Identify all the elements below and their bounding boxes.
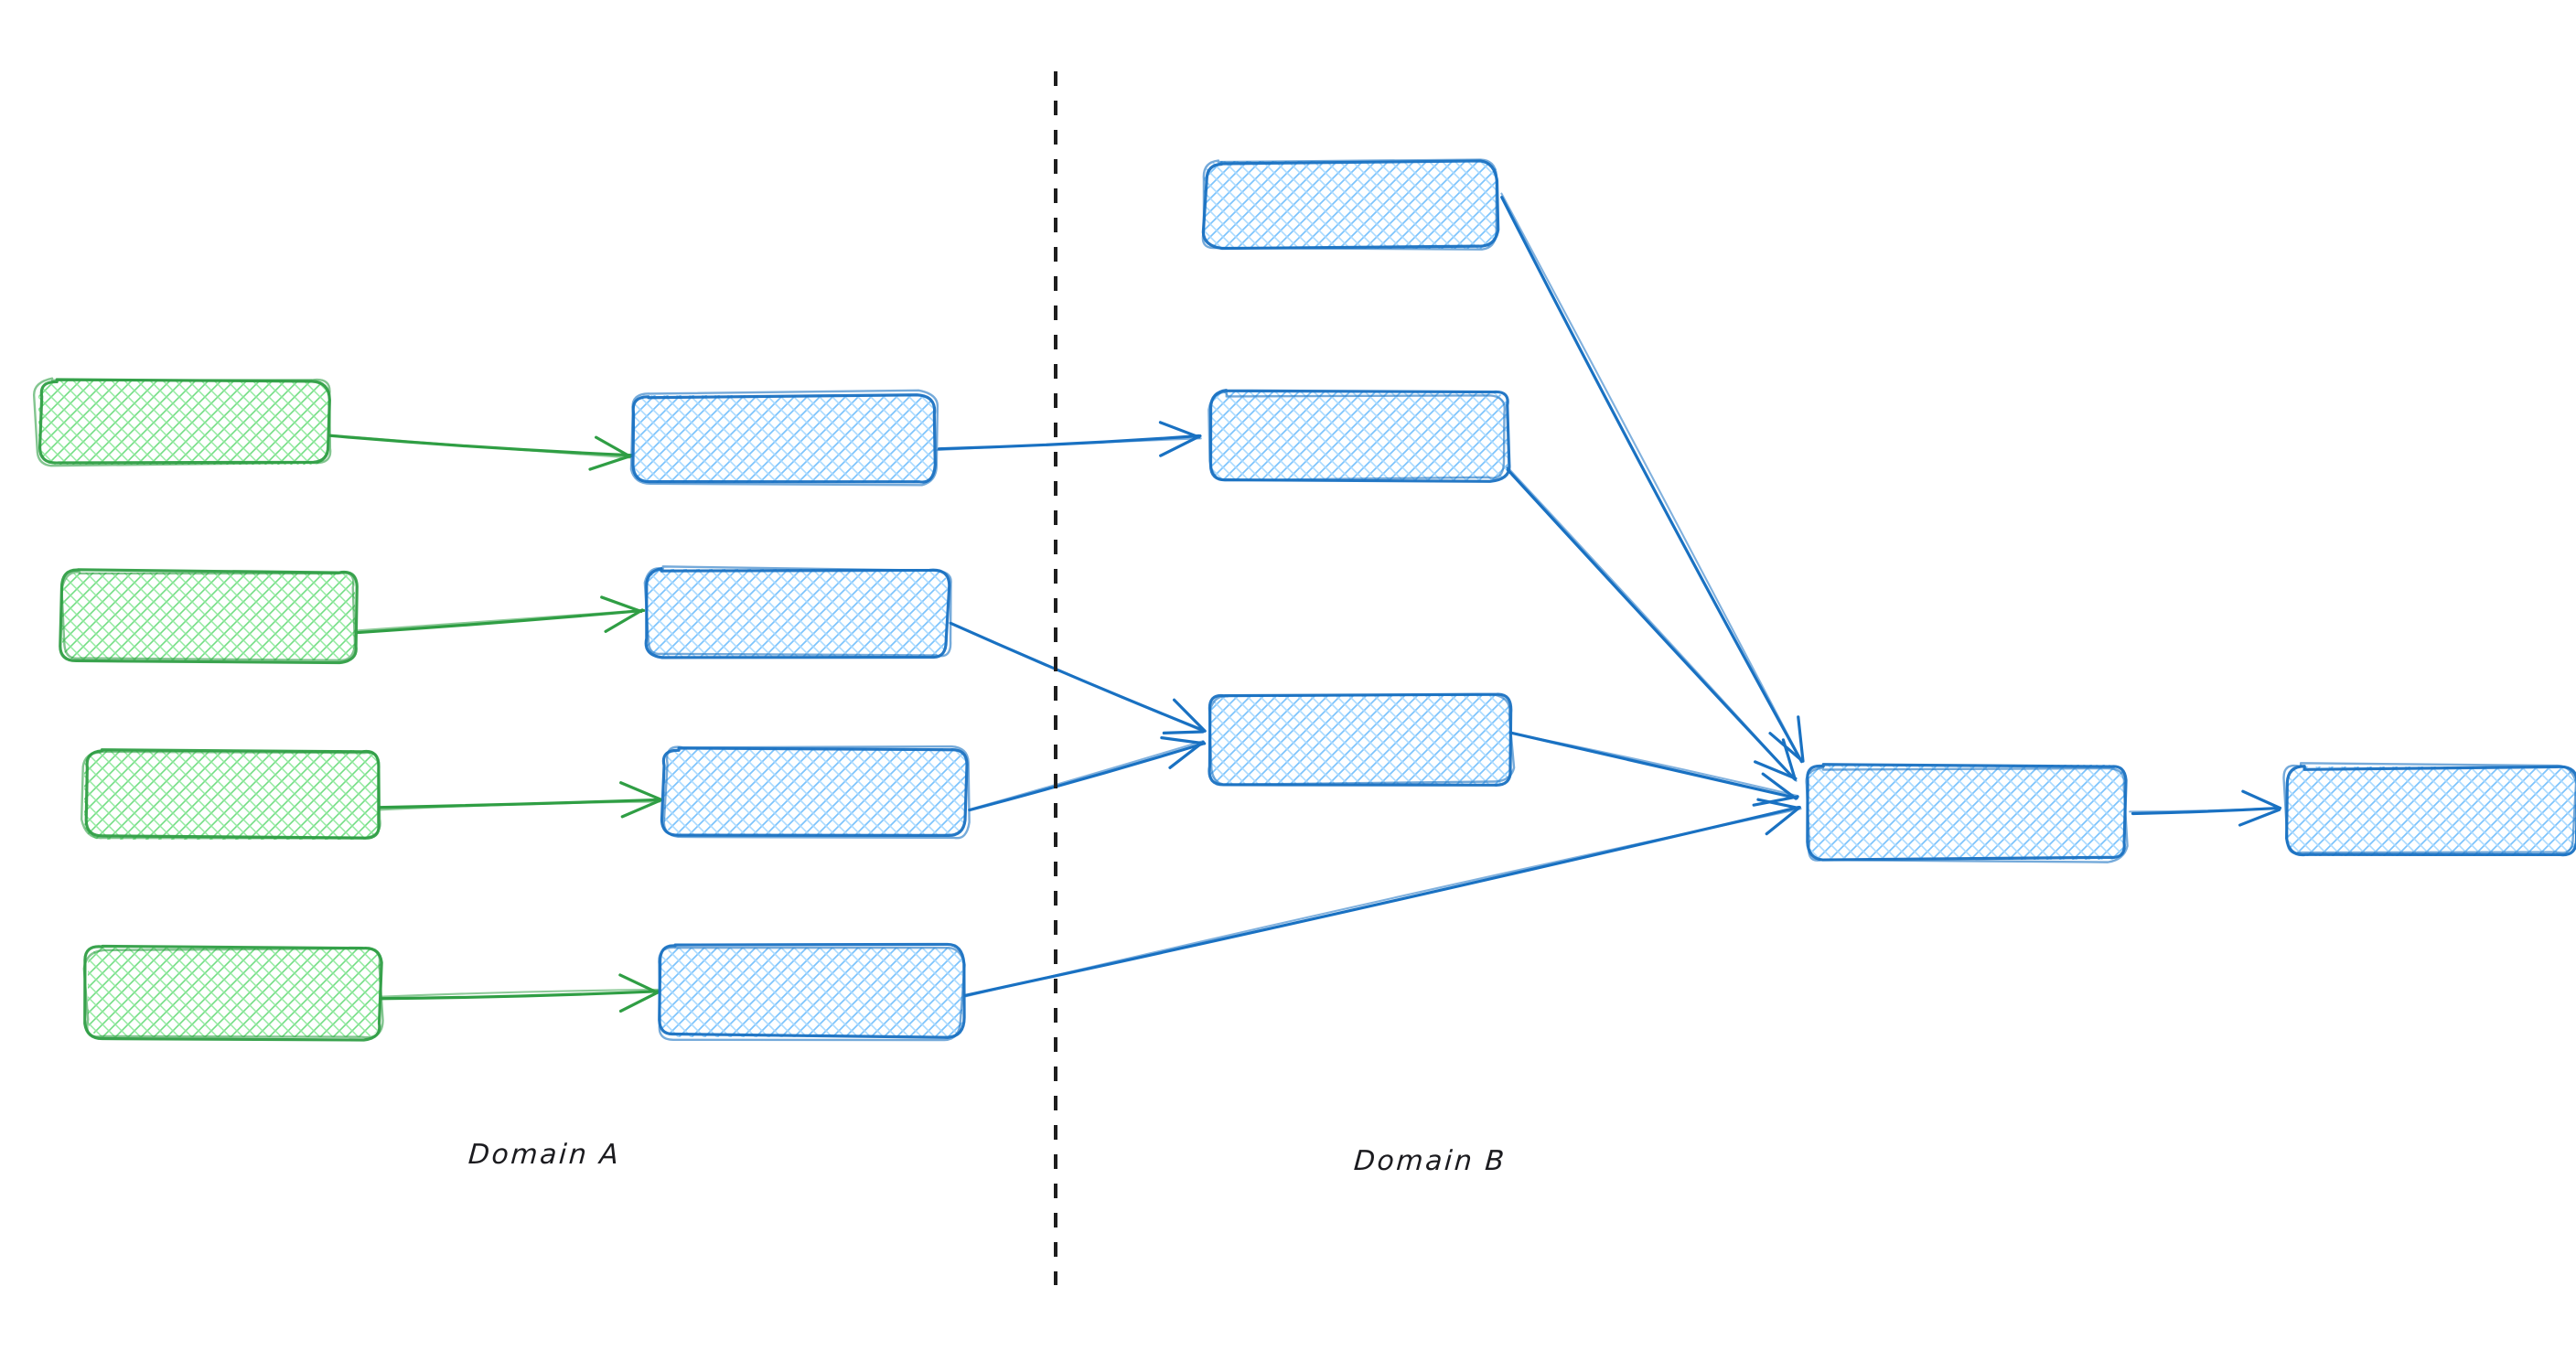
edge-aggregator-to-output — [2129, 789, 2282, 827]
edge-a-process-1-to-b-middle — [936, 421, 1202, 457]
edge-b-middle-to-aggregator — [1505, 465, 1798, 782]
domain-b-aggregator-box[interactable] — [1805, 763, 2129, 863]
domain-b-box-middle[interactable] — [1208, 389, 1511, 483]
edge-a-source-4-to-process-4 — [380, 973, 660, 1013]
edge-a-process-2-to-b-center — [949, 621, 1207, 735]
domain-a-process-box-3[interactable] — [660, 745, 971, 840]
node-layer — [32, 158, 2576, 1042]
domain-a-source-box-1[interactable] — [32, 377, 332, 467]
edge-layer — [327, 192, 2282, 1013]
label-domain-b: Domain B — [1352, 1145, 1508, 1177]
domain-a-source-box-2[interactable] — [59, 568, 359, 665]
domain-b-box-top[interactable] — [1201, 158, 1500, 251]
domain-b-output-box[interactable] — [2282, 762, 2576, 857]
edge-a-process-3-to-b-center — [968, 736, 1207, 812]
domain-a-process-box-1[interactable] — [629, 389, 939, 487]
edge-a-source-3-to-process-3 — [377, 781, 663, 819]
edge-b-top-to-aggregator — [1500, 192, 1805, 764]
domain-a-process-box-2[interactable] — [643, 565, 952, 659]
domain-a-source-box-4[interactable] — [82, 944, 384, 1042]
domain-a-source-box-3[interactable] — [80, 748, 381, 840]
edge-a-source-2-to-process-2 — [353, 595, 646, 635]
edge-a-process-4-to-aggregator — [963, 798, 1802, 998]
edge-b-center-to-aggregator — [1508, 731, 1799, 807]
edge-a-source-1-to-process-1 — [327, 434, 634, 471]
domain-b-box-center[interactable] — [1208, 692, 1516, 787]
label-domain-a: Domain A — [467, 1139, 622, 1171]
domain-a-process-box-4[interactable] — [658, 942, 966, 1042]
